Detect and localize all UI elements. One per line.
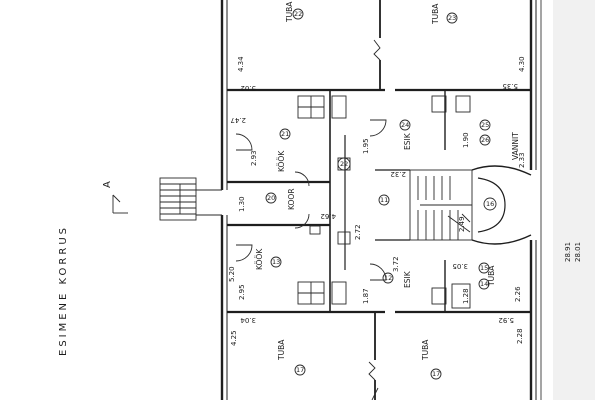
- room-label: TUBA: [431, 3, 440, 25]
- page-edge-shadow: [553, 0, 595, 400]
- dimension-label: 28.01: [574, 242, 582, 262]
- room-label: KÖÖK: [277, 150, 286, 172]
- room-number: 17: [432, 370, 440, 378]
- room-numbers: 22 23 21 22 24 20 11 16 25 26 13 12 15 1…: [265, 8, 497, 380]
- room-label: VANNIT: [511, 132, 520, 160]
- dimension-label: 5.35: [502, 82, 518, 90]
- room-number: 26: [481, 136, 489, 144]
- room-label: ESIK: [403, 132, 412, 150]
- dimension-label: 1.28: [462, 288, 470, 304]
- room-label: TUBA: [487, 265, 496, 287]
- dimension-label: 4.30: [518, 56, 526, 72]
- dimension-label: 2.28: [516, 328, 524, 344]
- section-marker: A: [102, 181, 128, 214]
- dimension-label: 4.62: [320, 212, 336, 220]
- dimension-label: 2.93: [250, 150, 258, 166]
- room-labels: TUBA TUBA KÖÖK ESIK KOOR VANNIT KÖÖK ESI…: [255, 1, 520, 361]
- dimension-label: 5.20: [228, 266, 236, 282]
- room-number: 15: [480, 264, 488, 272]
- dimension-label: 5.02: [240, 84, 256, 92]
- interior-walls: [227, 0, 531, 400]
- dimension-label: 1.30: [238, 196, 246, 212]
- dimension-label: 2.72: [354, 224, 362, 240]
- room-number: 17: [296, 366, 304, 374]
- dimension-label: 2.32: [390, 170, 406, 178]
- room-number: 12: [384, 274, 392, 282]
- room-number: 11: [380, 196, 388, 204]
- room-label: TUBA: [277, 339, 286, 361]
- dimension-label: 1.87: [362, 288, 370, 304]
- dimension-label: 2.95: [238, 284, 246, 300]
- room-number: 16: [486, 200, 494, 208]
- room-number: 21: [281, 130, 289, 138]
- room-number: 22: [294, 10, 302, 18]
- dimension-labels: 4.34 5.02 2.47 2.93 1.95 1.90 2.32 1.30 …: [228, 56, 582, 346]
- dimension-label: 3.72: [392, 256, 400, 272]
- dimension-label: 3.05: [452, 262, 468, 270]
- dimension-label: 1.95: [362, 138, 370, 154]
- room-number: 24: [401, 121, 409, 129]
- dimension-label: 2.26: [514, 286, 522, 302]
- entrance-stairs: [159, 177, 222, 221]
- doors: [235, 39, 387, 400]
- section-marker-label: A: [102, 181, 113, 188]
- dimension-label: 4.25: [230, 330, 238, 346]
- room-label: TUBA: [285, 1, 294, 23]
- dimension-label: 2.47: [230, 116, 246, 124]
- dimension-label: 1.90: [462, 132, 470, 148]
- room-label: ESIK: [403, 270, 412, 288]
- room-number: 20: [267, 194, 275, 202]
- room-label: TUBA: [421, 339, 430, 361]
- dimension-label: 28.91: [564, 242, 572, 262]
- dimension-label: 5.92: [498, 316, 514, 324]
- dimension-label: 4.34: [237, 56, 245, 72]
- dimension-label: 2.49: [458, 216, 466, 232]
- room-number: 13: [272, 258, 280, 266]
- room-label: KOOR: [287, 188, 296, 210]
- dimension-label: 2.33: [518, 152, 526, 168]
- central-staircase: [409, 165, 532, 245]
- dimension-label: 3.04: [240, 316, 256, 324]
- room-number: 25: [481, 121, 489, 129]
- room-label: KÖÖK: [255, 248, 264, 270]
- plan-title: ESIMENE KORRUS: [58, 225, 69, 356]
- room-number: 23: [448, 14, 456, 22]
- room-number: 14: [480, 280, 488, 288]
- room-number: 22: [340, 160, 348, 168]
- outer-walls: [220, 0, 542, 400]
